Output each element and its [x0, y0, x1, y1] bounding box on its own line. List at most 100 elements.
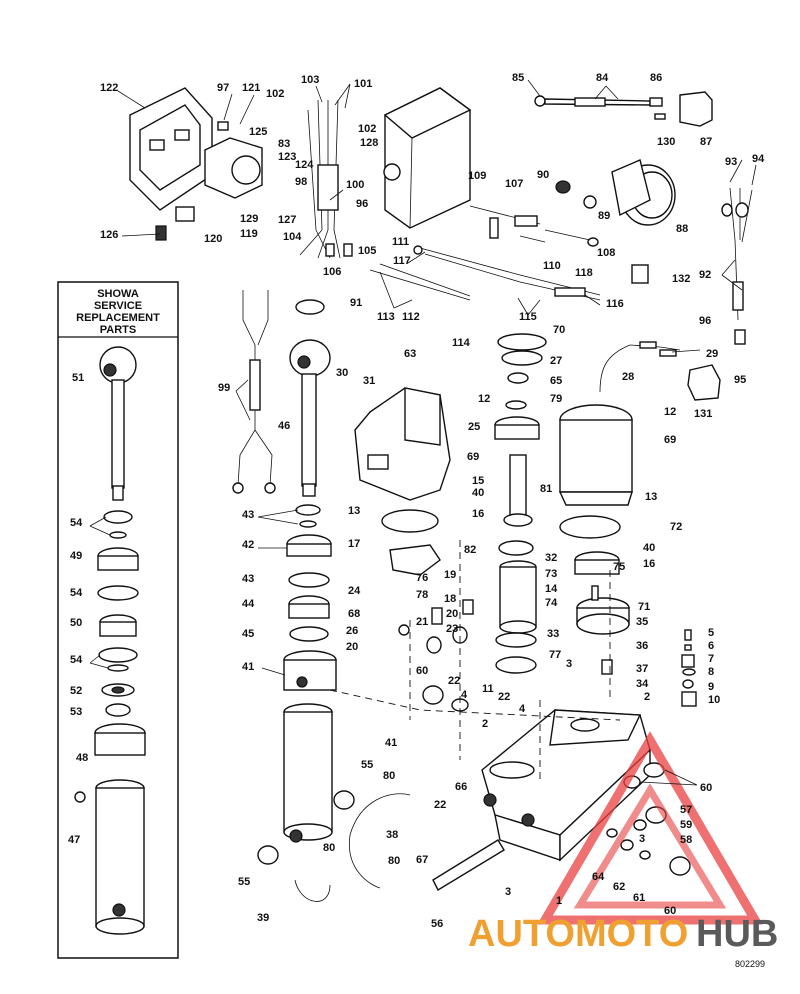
callout-103: 103 — [301, 74, 319, 86]
callout-55: 55 — [361, 759, 373, 771]
callout-82: 82 — [464, 544, 476, 556]
callout-60c: 60 — [664, 905, 676, 917]
right-pump-stack — [574, 551, 630, 635]
callout-122: 122 — [100, 82, 118, 94]
callout-121: 121 — [242, 82, 260, 94]
callout-68: 68 — [348, 608, 360, 620]
callout-54: 54 — [70, 517, 83, 529]
motor-lead-harness — [232, 290, 276, 494]
callout-20: 20 — [446, 608, 458, 620]
callout-16: 16 — [472, 508, 484, 520]
inset-title-line-3: REPLACEMENT — [76, 312, 160, 324]
callout-17: 17 — [348, 538, 360, 550]
callout-92: 92 — [699, 269, 711, 281]
callout-32: 32 — [545, 552, 557, 564]
callout-75: 75 — [613, 561, 625, 573]
watermark-triangle-inner — [573, 783, 727, 909]
callout-123: 123 — [278, 151, 296, 163]
callout-52: 52 — [70, 685, 82, 697]
wire-harness-top — [299, 99, 353, 259]
callout-80c: 80 — [388, 855, 400, 867]
callout-99: 99 — [218, 382, 230, 394]
callout-81: 81 — [540, 483, 552, 495]
callout-13b: 13 — [645, 491, 657, 503]
callout-56: 56 — [431, 918, 443, 930]
callout-49: 49 — [70, 550, 82, 562]
callout-50: 50 — [70, 617, 82, 629]
callout-2b: 2 — [482, 718, 488, 730]
assembly-line-1 — [329, 689, 621, 721]
motor-cover — [354, 387, 451, 501]
inset-title-line-1: SHOWA — [97, 288, 139, 300]
motor-leads — [629, 341, 721, 401]
oil-tube-39 — [294, 879, 331, 902]
callout-3: 3 — [566, 658, 572, 670]
callout-39: 39 — [257, 912, 269, 924]
callout-116: 116 — [606, 298, 624, 310]
callout-47: 47 — [68, 834, 80, 846]
callout-48: 48 — [76, 752, 88, 764]
callout-12b: 12 — [664, 406, 676, 418]
callout-119: 119 — [240, 228, 258, 240]
watermark: AUTOMOTO HUB — [468, 731, 778, 955]
callout-38: 38 — [386, 829, 398, 841]
right-side-cable — [631, 187, 753, 345]
callout-58: 58 — [680, 834, 692, 846]
trim-cylinder — [283, 650, 337, 843]
callout-14: 14 — [545, 583, 558, 595]
inset-tilt-rod — [99, 346, 137, 501]
callout-5: 5 — [708, 627, 714, 639]
center-pump-stack — [494, 333, 547, 674]
relay-bracket-assembly — [129, 87, 263, 241]
callout-40b: 40 — [643, 542, 655, 554]
callout-117: 117 — [393, 255, 411, 267]
callout-65: 65 — [550, 375, 562, 387]
inset-seal-stack — [97, 510, 139, 717]
callout-96: 96 — [356, 198, 368, 210]
watermark-text-hub: HUB — [696, 913, 778, 955]
callout-13: 13 — [348, 505, 360, 517]
callout-28: 28 — [622, 371, 634, 383]
leader-lines — [89, 79, 757, 786]
callout-2: 2 — [644, 691, 650, 703]
callout-54b: 54 — [70, 587, 83, 599]
callout-43b: 43 — [242, 573, 254, 585]
battery-cables — [369, 245, 601, 301]
callout-126: 126 — [100, 229, 118, 241]
callout-42: 42 — [242, 539, 254, 551]
callout-22: 22 — [448, 675, 460, 687]
callout-30: 30 — [336, 367, 348, 379]
callout-22c: 22 — [434, 799, 446, 811]
callout-132: 132 — [672, 273, 690, 285]
callout-8: 8 — [708, 666, 714, 678]
callout-102b: 102 — [358, 123, 376, 135]
inset-cylinder — [74, 723, 146, 935]
callout-11: 11 — [482, 683, 494, 695]
callout-89: 89 — [598, 210, 610, 222]
callout-31: 31 — [363, 375, 375, 387]
callout-94: 94 — [752, 153, 765, 165]
callout-118: 118 — [575, 267, 593, 279]
callout-9: 9 — [708, 681, 714, 693]
callout-37: 37 — [636, 663, 648, 675]
callout-104: 104 — [283, 231, 302, 243]
callout-4b: 4 — [519, 703, 526, 715]
callout-60: 60 — [416, 665, 428, 677]
inset-title-line-2: SERVICE — [94, 300, 142, 312]
callout-79: 79 — [550, 393, 562, 405]
callout-95: 95 — [734, 374, 746, 386]
callout-98: 98 — [295, 176, 307, 188]
callout-101: 101 — [354, 78, 372, 90]
callout-22b: 22 — [498, 691, 510, 703]
callout-7: 7 — [708, 653, 714, 665]
callout-46: 46 — [278, 420, 290, 432]
callout-97: 97 — [217, 82, 229, 94]
callout-120: 120 — [204, 233, 222, 245]
callout-106: 106 — [323, 266, 341, 278]
callout-1: 1 — [556, 895, 562, 907]
inset-title-line-4: PARTS — [100, 324, 136, 336]
callout-19: 19 — [444, 569, 456, 581]
callout-40: 40 — [472, 487, 484, 499]
o-ring-right — [559, 515, 621, 539]
callout-55b: 55 — [238, 876, 250, 888]
